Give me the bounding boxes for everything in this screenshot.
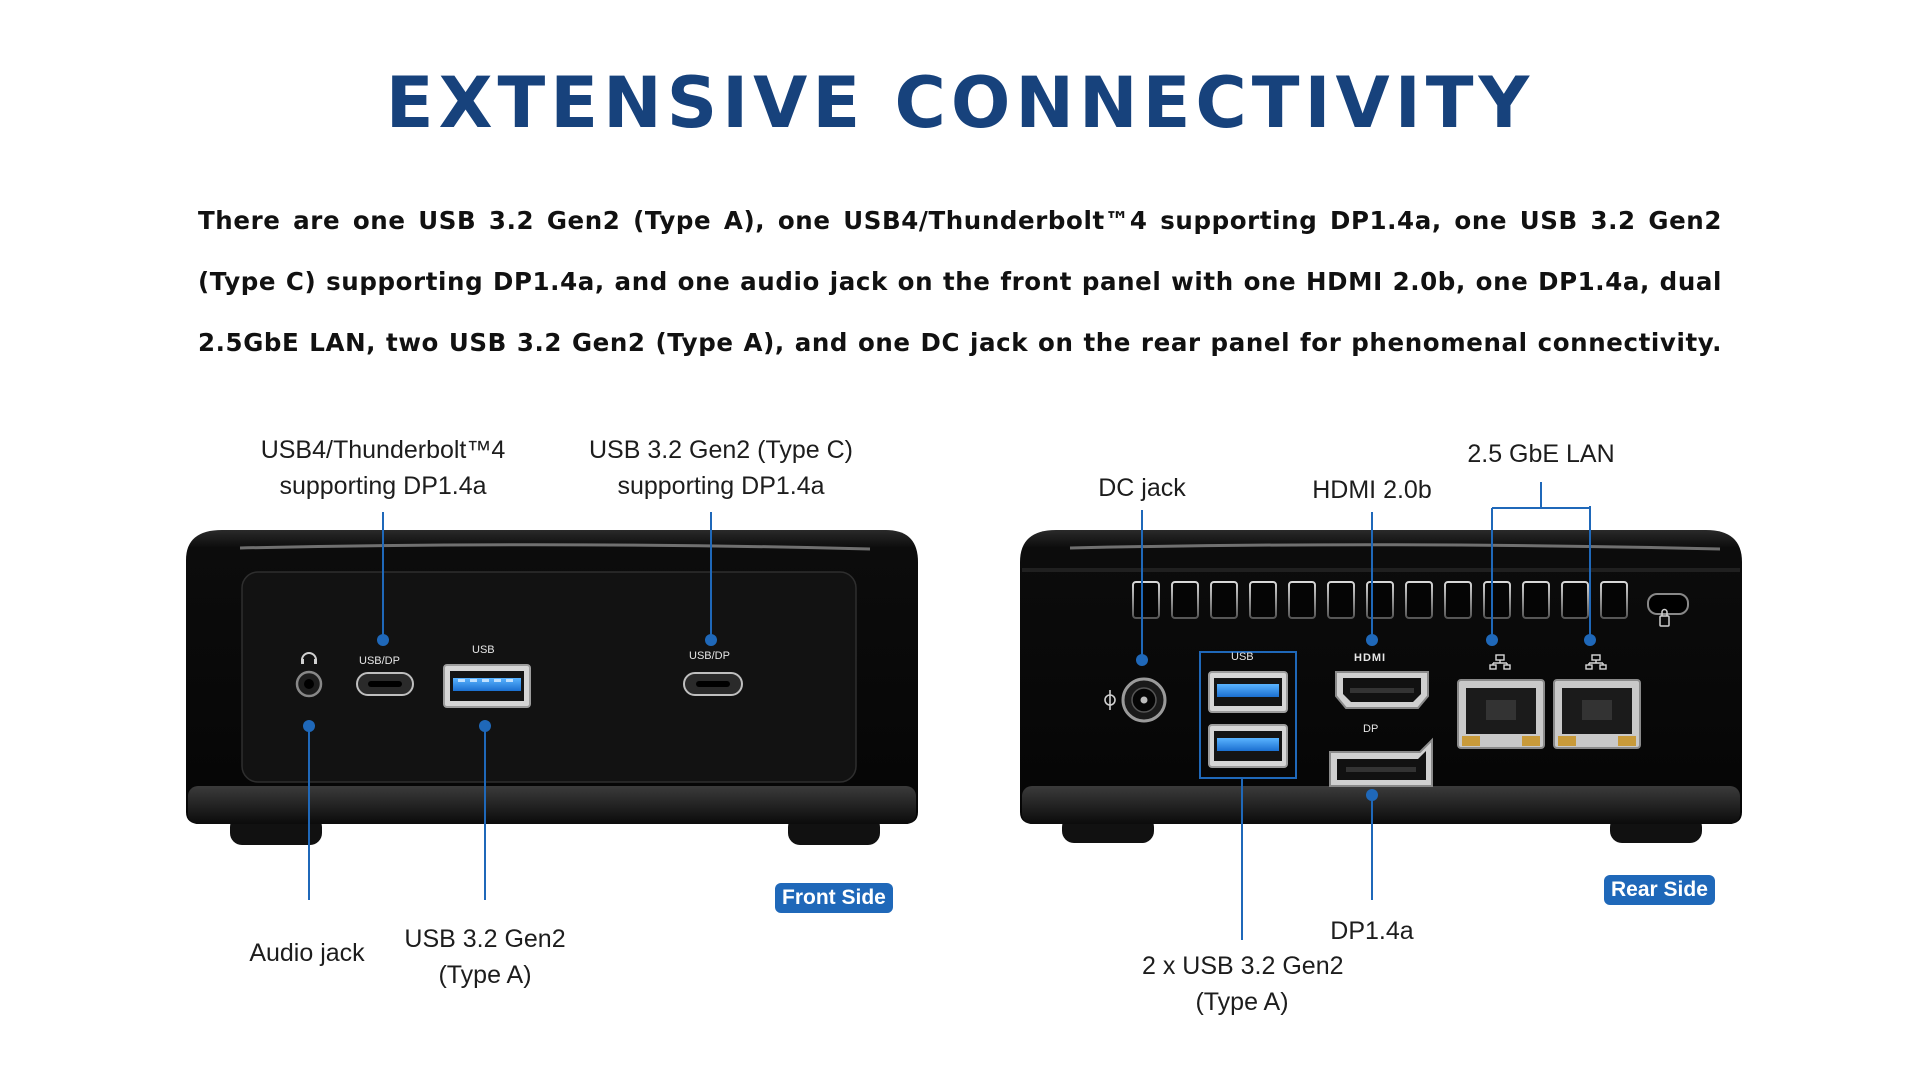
front-side-badge: Front Side — [775, 883, 893, 913]
port-print-usb: USB — [472, 644, 495, 656]
dc-jack-port — [1104, 677, 1167, 723]
vent-slot — [1561, 581, 1589, 619]
front-bottom-band — [188, 786, 916, 824]
vent-slot — [1327, 581, 1355, 619]
vent-slot — [1366, 581, 1394, 619]
rear-usb-a-port-bottom — [1208, 724, 1288, 768]
front-leader-dots — [303, 634, 717, 732]
network-icon — [1489, 654, 1511, 670]
vent-slot — [1444, 581, 1472, 619]
rear-leader-lines — [1141, 482, 1591, 940]
front-panel — [241, 571, 857, 783]
vent-slot — [1249, 581, 1277, 619]
rear-leader-dots — [1136, 634, 1596, 801]
front-leader-lines — [308, 512, 712, 900]
vent-slot — [1405, 581, 1433, 619]
vent-slot — [1288, 581, 1316, 619]
lan-port-2 — [1553, 679, 1641, 749]
vent-slot — [1171, 581, 1199, 619]
vent-slot — [1132, 581, 1160, 619]
label-rear-usb: 2 x USB 3.2 Gen2 (Type A) — [1142, 952, 1344, 1016]
vent-slot — [1483, 581, 1511, 619]
label-audio-jack: Audio jack — [249, 939, 365, 967]
lock-icon — [1659, 615, 1670, 627]
front-device — [186, 512, 918, 900]
label-usb-typec: USB 3.2 Gen2 (Type C) supporting DP1.4a — [588, 436, 853, 500]
vent-slot — [1210, 581, 1238, 619]
audio-jack-port — [295, 652, 323, 698]
label-dp: DP1.4a — [1330, 917, 1414, 945]
dc-polarity-icon — [1104, 690, 1116, 710]
rear-device — [1020, 482, 1742, 940]
rear-side-badge: Rear Side — [1604, 875, 1715, 905]
kensington-lock-slot — [1647, 593, 1689, 627]
page-title: EXTENSIVE CONNECTIVITY — [385, 62, 1535, 144]
label-usb-typea: USB 3.2 Gen2 (Type A) — [404, 925, 566, 989]
displayport-port — [1329, 737, 1433, 787]
hdmi-port — [1335, 671, 1429, 709]
port-print-hdmi: HDMI — [1354, 652, 1387, 664]
lan-port-1 — [1457, 679, 1545, 749]
network-icon — [1585, 654, 1607, 670]
rear-usb-a-port-top — [1208, 671, 1288, 713]
vent-slot — [1522, 581, 1550, 619]
label-hdmi: HDMI 2.0b — [1312, 476, 1432, 504]
rear-bottom-band — [1022, 786, 1740, 824]
label-lan: 2.5 GbE LAN — [1467, 440, 1615, 468]
port-print-dp: DP — [1363, 723, 1379, 735]
port-print-rear-usb: USB — [1231, 651, 1254, 663]
port-print-usbdp-left: USB/DP — [359, 655, 400, 667]
label-dc-jack: DC jack — [1098, 474, 1186, 502]
label-usb4-thunderbolt: USB4/Thunderbolt™4 supporting DP1.4a — [260, 436, 506, 500]
usb-stack-highlight — [1199, 651, 1297, 779]
headphone-icon — [301, 652, 317, 661]
usbc-port — [683, 672, 743, 696]
port-print-usbdp-right: USB/DP — [689, 650, 730, 662]
usb4-typec-port — [356, 672, 414, 696]
rear-vents — [1132, 581, 1628, 619]
front-usb-a-port — [443, 664, 531, 708]
description-paragraph: There are one USB 3.2 Gen2 (Type A), one… — [198, 206, 1722, 357]
vent-slot — [1600, 581, 1628, 619]
